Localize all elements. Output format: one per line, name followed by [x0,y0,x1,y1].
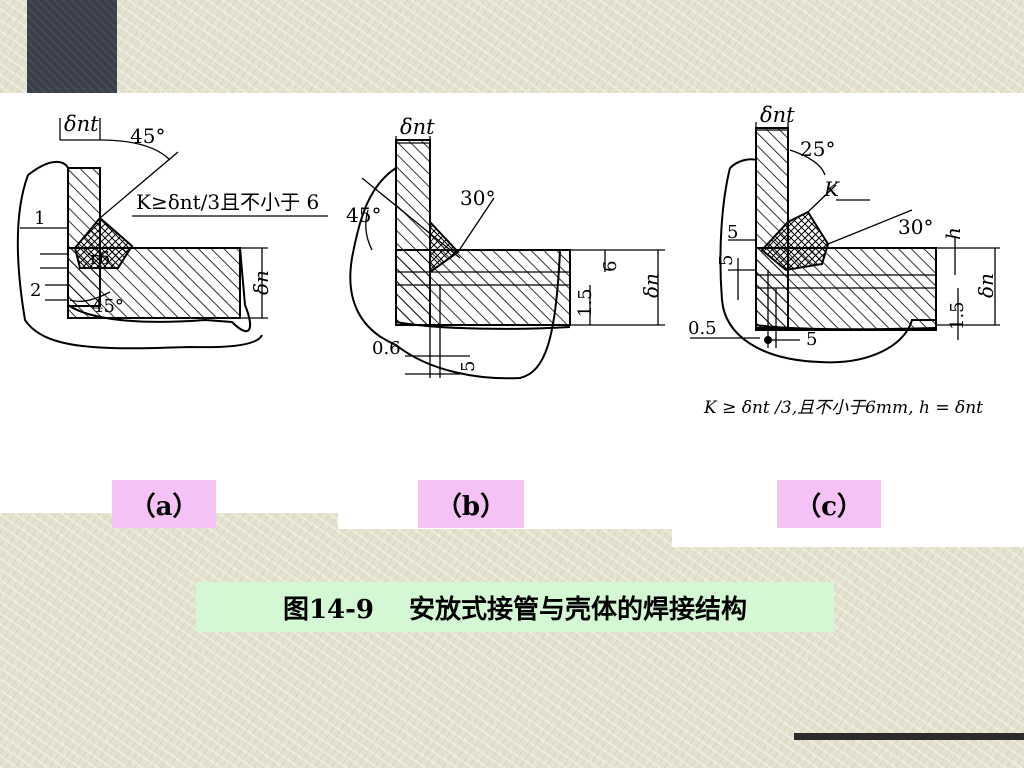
c-angle-right: 30° [898,215,933,239]
a-radius: r6 [90,248,110,269]
a-thickness-shell: δn [249,270,273,295]
c-formula: K ≥ δnt /3,且不小于6mm, h = δnt [703,398,983,418]
c-gap-05: 0.5 [688,318,717,339]
a-gap-1: 1 [34,208,45,229]
b-depth-6: 6 [600,261,621,272]
c-gap-5: 5 [806,329,817,350]
a-gap-2: 2 [30,280,41,301]
bottom-rule [794,733,1024,740]
label-a: （a） [112,480,216,528]
diagram-b [349,136,665,380]
b-thickness-nozzle: δnt [400,115,435,139]
c-fillet-k: K [823,177,840,201]
c-dim-h: h [941,227,965,240]
a-fillet-note: K≥δnt/3且不小于 6 [136,190,319,214]
b-thickness-shell: δn [639,273,663,298]
c-dim-5-left: 5 [727,222,738,243]
figure-caption: 图14-9 安放式接管与壳体的焊接结构 [196,582,834,632]
b-depth-15: 1.5 [575,288,596,317]
b-gap-5: 5 [458,361,479,372]
b-angle-right: 30° [460,186,495,210]
c-angle-top: 25° [800,137,835,161]
diagram-c [690,122,1000,364]
label-b: （b） [418,480,524,528]
b-angle-left: 45° [346,203,381,227]
c-thickness-nozzle: δnt [760,103,795,127]
a-angle-top: 45° [130,124,165,148]
corner-decoration [27,0,117,93]
label-c: （c） [777,480,881,528]
b-gap-06: 0.6 [372,338,401,359]
a-thickness-nozzle: δnt [64,112,99,136]
c-dim-15: 1.5 [947,301,968,330]
diagram-a [16,118,328,350]
c-dim-5-side: 5 [716,255,737,266]
a-angle-bottom: 45° [92,296,124,317]
c-thickness-shell: δn [974,273,998,298]
